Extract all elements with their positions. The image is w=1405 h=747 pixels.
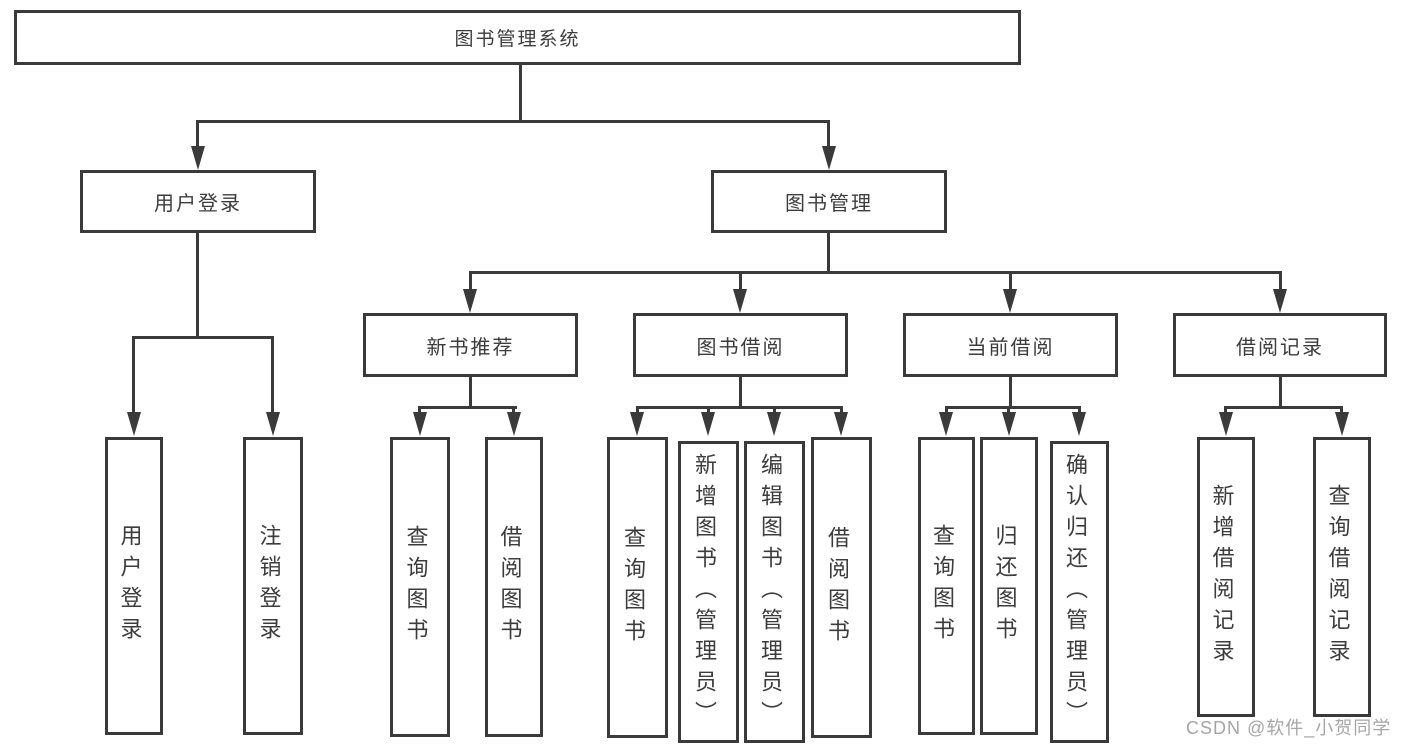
arrow-down-icon <box>1003 289 1017 313</box>
leaf-add-book-admin-label: 新增图书（管理员） <box>692 452 717 732</box>
node-borrow-records-label: 借阅记录 <box>1236 336 1324 359</box>
arrow-down-icon <box>1273 289 1287 313</box>
arrow-down-icon <box>1072 412 1086 436</box>
leaf-user-login: 用户登录 <box>105 437 163 735</box>
connector-user-login-rail <box>132 336 274 339</box>
leaf-query-books-2: 查询图书 <box>607 437 668 738</box>
watermark: CSDN @软件_小贺同学 <box>1186 718 1392 738</box>
connector-book-mgmt-stem <box>827 233 830 274</box>
connector-drop <box>1224 406 1227 414</box>
arrow-down-icon <box>767 412 781 436</box>
node-borrow-records: 借阅记录 <box>1173 313 1387 377</box>
connector-user-login-stem <box>196 233 199 339</box>
connector-user-login-drop <box>196 120 199 148</box>
connector-rail <box>1224 406 1343 409</box>
connector-drop <box>707 406 710 414</box>
leaf-edit-book-admin: 编辑图书（管理员） <box>744 441 805 743</box>
node-current-borrowing: 当前借阅 <box>903 313 1118 377</box>
leaf-logout: 注销登录 <box>243 437 303 735</box>
connector-drop <box>132 336 135 414</box>
node-user-login: 用户登录 <box>80 170 316 233</box>
leaf-confirm-return-admin-label: 确认归还（管理员） <box>1063 452 1088 732</box>
node-new-book-recommend-label: 新书推荐 <box>426 336 515 359</box>
leaf-borrow-books-2-label: 借阅图书 <box>825 525 850 650</box>
leaf-return-books-label: 归还图书 <box>992 524 1018 648</box>
connector-drop <box>1009 271 1012 291</box>
leaf-return-books: 归还图书 <box>980 437 1038 735</box>
connector-root-stem <box>519 65 522 120</box>
node-book-borrowing-label: 图书借阅 <box>696 336 785 359</box>
leaf-user-login-label: 用户登录 <box>117 524 143 648</box>
leaf-query-books-1-label: 查询图书 <box>403 525 429 649</box>
leaf-borrow-books-1-label: 借阅图书 <box>497 525 523 649</box>
connector-drop <box>1279 271 1282 291</box>
connector-rail <box>418 406 517 409</box>
connector-stem <box>1279 377 1282 408</box>
node-user-login-label: 用户登录 <box>154 193 242 215</box>
connector-drop <box>1340 406 1343 414</box>
connector-stem <box>1009 377 1012 408</box>
leaf-borrow-books-2: 借阅图书 <box>811 437 872 738</box>
connector-drop <box>512 406 515 414</box>
arrow-down-icon <box>507 412 521 436</box>
connector-book-mgmt-drop <box>827 120 830 148</box>
connector-drop <box>1078 406 1081 414</box>
connector-drop <box>418 406 421 414</box>
leaf-query-borrow-record-label: 查询借阅记录 <box>1325 484 1351 670</box>
arrow-down-icon <box>701 412 715 436</box>
leaf-add-borrow-record: 新增借阅记录 <box>1197 437 1255 717</box>
node-library-system: 图书管理系统 <box>14 10 1021 65</box>
arrow-down-icon <box>1335 412 1349 436</box>
connector-drop <box>773 406 776 414</box>
connector-rail <box>636 406 843 409</box>
node-book-borrowing: 图书借阅 <box>633 313 848 377</box>
connector-drop <box>840 406 843 414</box>
arrow-down-icon <box>191 146 205 170</box>
leaf-query-books-3-label: 查询图书 <box>930 524 955 648</box>
leaf-query-books-1: 查询图书 <box>390 437 450 737</box>
arrow-down-icon <box>939 412 953 436</box>
leaf-query-books-3: 查询图书 <box>918 437 975 735</box>
connector-drop <box>469 271 472 291</box>
leaf-logout-label: 注销登录 <box>256 524 282 648</box>
arrow-down-icon <box>733 289 747 313</box>
arrow-down-icon <box>1219 412 1233 436</box>
leaf-confirm-return-admin: 确认归还（管理员） <box>1050 441 1109 743</box>
arrow-down-icon <box>266 412 280 436</box>
arrow-down-icon <box>834 412 848 436</box>
connector-book-mgmt-rail <box>469 271 1282 274</box>
leaf-query-borrow-record: 查询借阅记录 <box>1313 437 1371 717</box>
leaf-borrow-books-1: 借阅图书 <box>485 437 543 737</box>
node-new-book-recommend: 新书推荐 <box>363 313 578 377</box>
leaf-add-book-admin: 新增图书（管理员） <box>678 441 739 743</box>
leaf-add-borrow-record-label: 新增借阅记录 <box>1209 484 1235 670</box>
connector-root-rail <box>196 120 830 123</box>
connector-drop <box>271 336 274 414</box>
connector-drop <box>739 271 742 291</box>
arrow-down-icon <box>413 412 427 436</box>
node-library-system-label: 图书管理系统 <box>454 29 581 50</box>
arrow-down-icon <box>630 412 644 436</box>
arrow-down-icon <box>127 412 141 436</box>
connector-drop <box>1007 406 1010 414</box>
leaf-edit-book-admin-label: 编辑图书（管理员） <box>758 452 783 732</box>
connector-drop <box>636 406 639 414</box>
connector-drop <box>945 406 948 414</box>
leaf-query-books-2-label: 查询图书 <box>621 525 646 650</box>
connector-stem <box>469 377 472 408</box>
node-book-management: 图书管理 <box>711 170 947 233</box>
arrow-down-icon <box>1002 412 1016 436</box>
node-book-management-label: 图书管理 <box>785 193 873 215</box>
node-current-borrowing-label: 当前借阅 <box>966 336 1055 359</box>
arrow-down-icon <box>822 146 836 170</box>
arrow-down-icon <box>463 289 477 313</box>
connector-rail <box>945 406 1081 409</box>
connector-stem <box>739 377 742 408</box>
